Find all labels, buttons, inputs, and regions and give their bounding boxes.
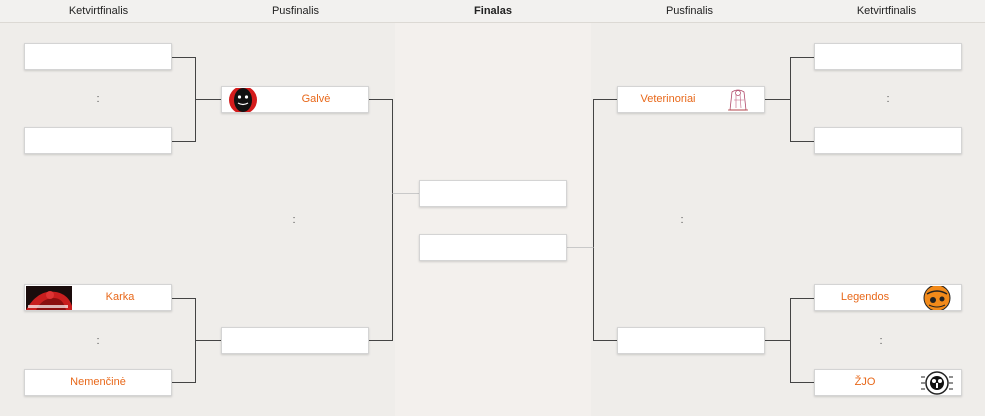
qf-left-1-team-a[interactable] — [24, 43, 172, 70]
match-separator: : — [96, 93, 100, 105]
match-separator: : — [886, 93, 890, 105]
sf-left-team-b[interactable] — [221, 327, 369, 354]
team-name-veterinoriai: Veterinoriai — [640, 93, 696, 105]
sketch-figure-logo-icon — [718, 88, 764, 112]
team-name-nemencine: Nemenčinė — [70, 376, 126, 388]
sf-right-team-b[interactable] — [617, 327, 765, 354]
final-column-bg — [395, 0, 591, 416]
team-name-galve: Galvė — [301, 93, 331, 105]
qf-right-1-team-a[interactable] — [814, 43, 962, 70]
qf-left-2-team-karka[interactable]: Karka — [24, 284, 172, 311]
sf-left-team-galve[interactable]: Galvė — [221, 86, 369, 113]
match-separator: : — [96, 335, 100, 347]
final-team-b[interactable] — [419, 234, 567, 261]
match-separator: : — [680, 214, 684, 226]
header-semifinal-right: Pusfinalis — [665, 5, 714, 17]
header-semifinal-left: Pusfinalis — [271, 5, 320, 17]
zjo-logo-icon — [915, 371, 961, 395]
match-separator: : — [879, 335, 883, 347]
qf-right-2-team-legendos[interactable]: Legendos — [814, 284, 962, 311]
qf-right-1-team-b[interactable] — [814, 127, 962, 154]
final-team-a[interactable] — [419, 180, 567, 207]
sf-right-team-veterinoriai[interactable]: Veterinoriai — [617, 86, 765, 113]
match-separator: : — [292, 214, 296, 226]
bearded-face-logo-icon — [223, 88, 265, 112]
karka-logo-icon — [26, 286, 72, 310]
header-quarterfinal-left: Ketvirtfinalis — [68, 5, 129, 17]
round-header-bar — [0, 0, 985, 23]
header-final: Finalas — [474, 5, 512, 17]
team-name-karka: Karka — [105, 291, 135, 303]
qf-left-2-team-nemencine[interactable]: Nemenčinė — [24, 369, 172, 396]
team-name-legendos: Legendos — [840, 291, 890, 303]
team-name-zjo: ŽJO — [854, 376, 876, 388]
qf-right-2-team-zjo[interactable]: ŽJO — [814, 369, 962, 396]
qf-left-1-team-b[interactable] — [24, 127, 172, 154]
legendos-logo-icon — [915, 286, 961, 310]
header-quarterfinal-right: Ketvirtfinalis — [856, 5, 917, 17]
